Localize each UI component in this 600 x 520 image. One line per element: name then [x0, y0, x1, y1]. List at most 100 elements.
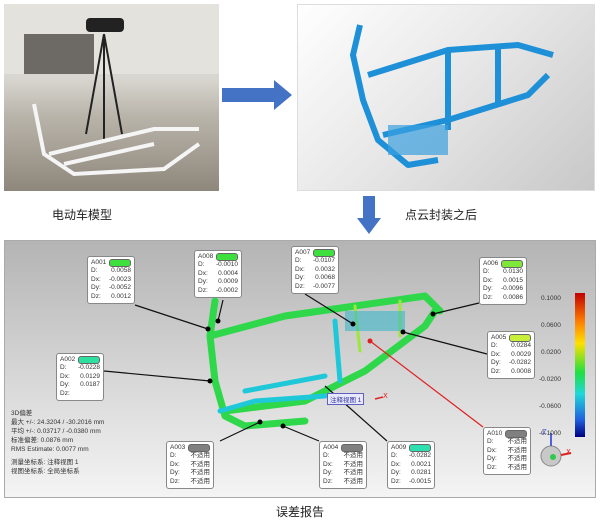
- row-label: Dx:: [391, 460, 401, 468]
- row-label: Dz:: [198, 286, 208, 294]
- value-dz: 0.0008: [511, 367, 531, 375]
- caption-photo: 电动车模型: [52, 208, 113, 222]
- deviation-color-swatch: [78, 356, 100, 365]
- value-dz: 不适用: [343, 477, 364, 485]
- row-label: Dy:: [323, 469, 333, 477]
- colorbar-tick: 0.0600: [541, 322, 561, 329]
- row-label: Dz:: [170, 477, 180, 485]
- value-dz: -0.0015: [408, 477, 431, 485]
- deviation-color-swatch: [409, 444, 431, 453]
- gizmo-x-label: X: [566, 448, 571, 456]
- axis-gizmo-icon: [540, 433, 572, 467]
- annotation-id: A007: [295, 249, 311, 256]
- value-dy: 0.0068: [315, 274, 335, 282]
- row-label: Dx:: [91, 275, 101, 283]
- row-label: Dx:: [60, 372, 70, 380]
- value-d: 0.0130: [503, 268, 523, 276]
- value-dz: 不适用: [190, 477, 211, 485]
- value-d: 不适用: [507, 438, 528, 446]
- row-label: Dy:: [487, 455, 497, 463]
- down-arrow-icon: [357, 196, 381, 234]
- row-label: D:: [323, 452, 330, 460]
- row-label: Dy:: [91, 284, 101, 292]
- deviation-frame-drawing: [103, 292, 585, 467]
- scooter-model-photo: [4, 4, 219, 191]
- legend-max: 最大 +/-: 24.3204 / -30.2016 mm: [11, 419, 105, 426]
- row-label: D:: [295, 257, 302, 265]
- row-label: Dz:: [295, 282, 305, 290]
- caption-cloud: 点云封装之后: [405, 208, 478, 222]
- value-dy: -0.0052: [108, 284, 131, 292]
- deviation-report-view: 注释视图 1 X X Z 0.1000 0.0600 0.0200 -0.020…: [4, 240, 596, 498]
- value-dx: 0.0129: [80, 372, 100, 380]
- scooter-frame-photo-drawing: [4, 4, 219, 177]
- value-dx: 0.0029: [511, 350, 531, 358]
- value-dy: 不适用: [507, 455, 528, 463]
- deviation-color-swatch: [501, 260, 523, 269]
- row-label: Dx:: [491, 350, 501, 358]
- annotation-id: A002: [60, 356, 76, 363]
- row-label: Dy:: [491, 359, 501, 367]
- row-label: Dz:: [60, 389, 70, 397]
- row-label: Dx:: [487, 446, 497, 454]
- value-dy: -0.0096: [500, 285, 523, 293]
- value-d: 0.0284: [511, 342, 531, 350]
- legend-avg: 平均 +/-: 0.03717 / -0.0380 mm: [11, 428, 101, 435]
- row-label: Dz:: [487, 463, 497, 471]
- value-dy: 不适用: [190, 469, 211, 477]
- value-dx: 不适用: [190, 460, 211, 468]
- value-dy: -0.0282: [508, 359, 531, 367]
- row-label: Dy:: [483, 285, 493, 293]
- annotation-id: A003: [170, 444, 186, 451]
- value-dy: 0.0009: [218, 278, 238, 286]
- deviation-color-swatch: [341, 444, 363, 453]
- value-d: 不适用: [190, 452, 211, 460]
- row-label: D:: [487, 438, 494, 446]
- row-label: Dx:: [483, 276, 493, 284]
- row-label: Dz:: [91, 292, 101, 300]
- colorbar-tick: -0.0600: [539, 403, 562, 410]
- row-label: Dy:: [170, 469, 180, 477]
- value-dz: -0.0077: [312, 282, 335, 290]
- value-dz: 不适用: [507, 463, 528, 471]
- row-label: Dx:: [323, 460, 333, 468]
- annotation-id: A004: [323, 444, 339, 451]
- view-label: 注释视图 1: [327, 393, 365, 405]
- value-dz: 0.0012: [111, 292, 131, 300]
- deviation-legend: 3D偏差 最大 +/-: 24.3204 / -30.2016 mm 平均 +/…: [11, 409, 104, 476]
- row-label: D:: [491, 342, 498, 350]
- value-dx: 0.0032: [315, 265, 335, 273]
- deviation-color-swatch: [505, 430, 527, 439]
- annotation-id: A005: [491, 334, 507, 341]
- row-label: Dy:: [60, 381, 70, 389]
- value-dy: 不适用: [343, 469, 364, 477]
- value-dx: 0.0015: [503, 276, 523, 284]
- value-dy: 0.0281: [411, 469, 431, 477]
- row-label: D:: [483, 268, 490, 276]
- row-label: D:: [60, 364, 67, 372]
- value-dx: -0.0023: [108, 275, 131, 283]
- row-label: D:: [198, 261, 205, 269]
- value-d: -0.0010: [215, 261, 238, 269]
- colorbar-tick: -0.1000: [539, 430, 562, 437]
- annotation-id: A009: [391, 444, 407, 451]
- value-dx: 0.0021: [411, 460, 431, 468]
- row-label: Dx:: [295, 265, 305, 273]
- row-label: Dz:: [483, 293, 493, 301]
- deviation-color-swatch: [109, 259, 131, 268]
- color-scale-bar: [575, 293, 585, 437]
- row-label: Dz:: [491, 367, 501, 375]
- row-label: Dz:: [323, 477, 333, 485]
- deviation-color-swatch: [188, 444, 210, 453]
- right-arrow-icon: [222, 80, 292, 110]
